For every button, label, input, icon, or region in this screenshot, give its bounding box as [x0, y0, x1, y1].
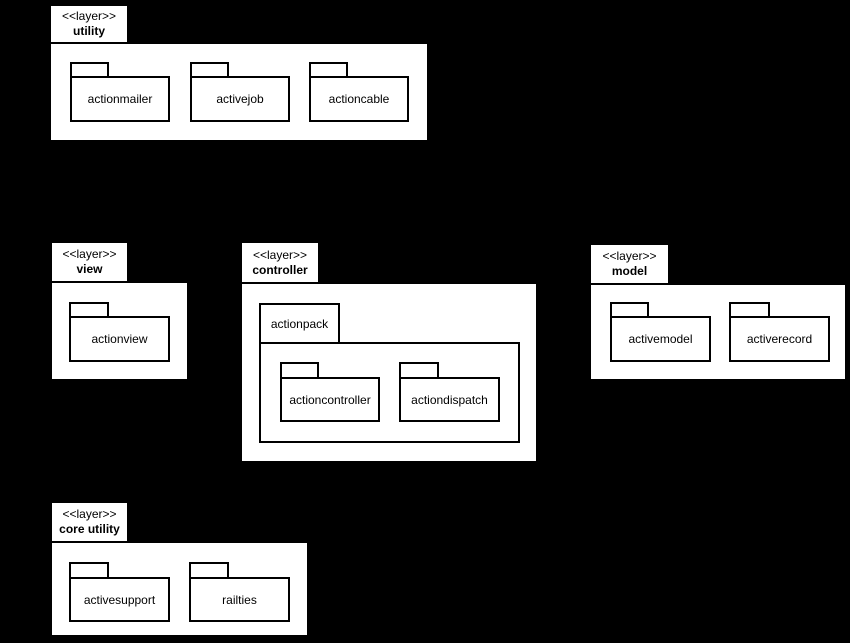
package-label: activemodel [628, 332, 693, 346]
layer-tab-model: <<layer>> model [589, 243, 670, 283]
package-label: activerecord [746, 332, 813, 346]
package-tab-actionpack: actionpack [259, 303, 340, 342]
layer-name-label: view [76, 262, 103, 276]
package-activesupport: activesupport [69, 577, 170, 622]
layer-tab-utility: <<layer>> utility [49, 4, 129, 42]
layer-name-label: core utility [59, 522, 120, 536]
package-tab-actioncontroller [280, 362, 319, 377]
package-label: actionview [91, 332, 148, 346]
package-tab-actiondispatch [399, 362, 439, 377]
layer-tab-controller: <<layer>> controller [240, 241, 320, 282]
stereotype-label: <<layer>> [252, 247, 308, 262]
package-tab-activesupport [69, 562, 109, 577]
package-label: activejob [216, 92, 264, 106]
package-label: actionmailer [87, 92, 153, 106]
stereotype-label: <<layer>> [602, 249, 657, 263]
package-tab-railties [189, 562, 229, 577]
package-railties: railties [189, 577, 290, 622]
package-actionview: actionview [69, 316, 170, 362]
package-tab-activerecord [729, 302, 770, 316]
package-actioncable: actioncable [309, 76, 409, 122]
package-actionmailer: actionmailer [70, 76, 170, 122]
layer-name-label: model [611, 264, 648, 278]
package-tab-actioncable [309, 62, 348, 76]
package-tab-actionmailer [70, 62, 109, 76]
stereotype-label: <<layer>> [61, 9, 117, 23]
package-label: actionpack [270, 316, 329, 331]
package-label: actioncable [328, 92, 390, 106]
package-tab-activemodel [610, 302, 649, 316]
layer-tab-core-utility: <<layer>> core utility [50, 501, 129, 541]
package-label: activesupport [83, 592, 156, 607]
package-tab-activejob [190, 62, 229, 76]
layer-tab-view: <<layer>> view [50, 241, 129, 281]
package-label: railties [222, 592, 257, 607]
package-actioncontroller: actioncontroller [280, 377, 380, 422]
package-activemodel: activemodel [610, 316, 711, 362]
package-label: actioncontroller [289, 392, 371, 407]
package-activerecord: activerecord [729, 316, 830, 362]
package-actiondispatch: actiondispatch [399, 377, 500, 422]
package-activejob: activejob [190, 76, 290, 122]
package-tab-actionview [69, 302, 109, 316]
layer-name-label: controller [252, 262, 308, 277]
layer-name-label: utility [73, 24, 105, 38]
package-label: actiondispatch [411, 392, 488, 407]
stereotype-label: <<layer>> [62, 247, 117, 261]
stereotype-label: <<layer>> [62, 507, 117, 521]
